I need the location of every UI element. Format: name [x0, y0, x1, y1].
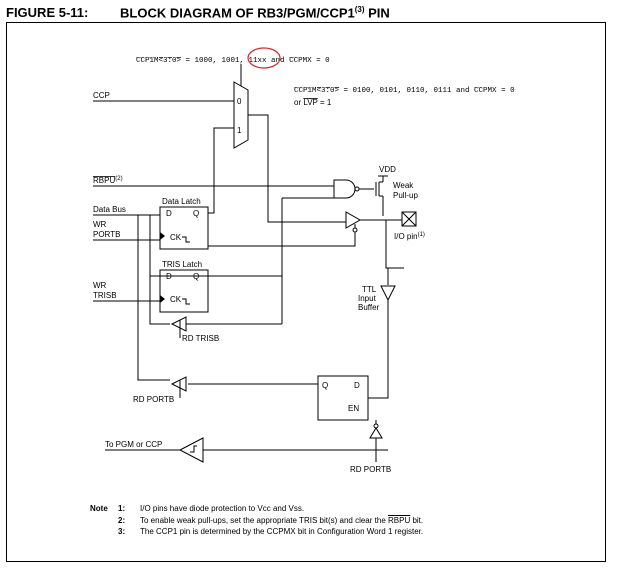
data-latch	[159, 206, 209, 250]
ttl-label-1: TTL	[362, 285, 377, 294]
cond-right-2: or LVP = 1	[294, 98, 332, 107]
rd-trisb-label: RD TRISB	[182, 334, 219, 343]
data-bus-vertical	[137, 215, 170, 381]
latch-q-wire	[208, 127, 234, 214]
rd-portb-label-2: RD PORTB	[350, 465, 391, 474]
notes: Note 1: I/O pins have diode protection to …	[90, 503, 423, 538]
annotation-circle	[247, 47, 281, 69]
figure-number: FIGURE 5-11:	[6, 5, 89, 20]
input-latch-d: D	[354, 381, 360, 390]
note-label: Note	[90, 504, 108, 513]
tris-q-wire	[208, 198, 283, 277]
wr-trisb-label-1: WR	[93, 281, 107, 290]
note-2-number: 2:	[118, 515, 126, 525]
output-buffer	[345, 211, 362, 229]
mux-input-1: 1	[237, 126, 242, 135]
wr-portb-label-1: WR	[93, 220, 107, 229]
tris-latch	[159, 269, 209, 313]
mux-input-0: 0	[237, 97, 242, 106]
data-bus-label: Data Bus	[93, 205, 126, 214]
note-2-text: To enable weak pull-ups, set the appropr…	[140, 515, 424, 525]
data-latch-label: Data Latch	[162, 197, 201, 206]
diagram-frame	[6, 22, 606, 562]
tris-output-wire	[160, 232, 356, 247]
ttl-buffer	[380, 285, 396, 302]
ttl-label-3: Buffer	[358, 303, 380, 312]
rd-portb-label: RD PORTB	[133, 395, 174, 404]
cond-right: CCP1M<3:0> = 0100, 0101, 0110, 0111 and …	[294, 87, 515, 95]
mux	[233, 81, 249, 149]
data-latch-ck: CK	[170, 233, 182, 242]
pullup-label: Pull-up	[393, 191, 418, 200]
ccp-label: CCP	[93, 91, 110, 100]
figure-title: BLOCK DIAGRAM OF RB3/PGM/CCP1(3) PIN	[120, 5, 390, 21]
io-pin-label: I/O pin(1)	[394, 232, 425, 241]
en-inverter	[369, 427, 383, 439]
wr-portb-label-2: PORTB	[93, 230, 120, 239]
schmitt-buffer	[178, 437, 204, 463]
io-feedback-wire	[385, 220, 404, 269]
vdd-label: VDD	[379, 165, 396, 174]
to-pgm-label: To PGM or CCP	[105, 440, 162, 449]
rd-trisb-buffer	[170, 316, 187, 332]
and-gate	[333, 179, 356, 199]
cond-top: CCP1M<3:0> = 1000, 1001, 11xx and CCPMX …	[136, 57, 330, 65]
wr-trisb-label-2: TRISB	[93, 291, 117, 300]
data-latch-q: Q	[193, 209, 199, 218]
input-latch	[317, 375, 369, 421]
rd-portb-buffer	[170, 376, 187, 392]
ttl-label-2: Input	[358, 294, 377, 303]
note-1-number: 1:	[118, 504, 126, 513]
input-latch-en: EN	[348, 404, 359, 413]
note-1-text: I/O pins have diode protection to Vcc an…	[140, 504, 305, 513]
weak-label: Weak	[393, 181, 414, 190]
input-latch-q: Q	[322, 381, 328, 390]
note-3-text: The CCP1 pin is determined by the CCPMX …	[140, 527, 424, 536]
rbpu-label: RBPU(2)	[93, 176, 123, 185]
mux-out-wire	[248, 114, 350, 223]
tris-latch-label: TRIS Latch	[162, 260, 202, 269]
note-3-number: 3:	[118, 527, 126, 536]
tris-latch-ck: CK	[170, 295, 182, 304]
data-latch-d: D	[166, 209, 172, 218]
